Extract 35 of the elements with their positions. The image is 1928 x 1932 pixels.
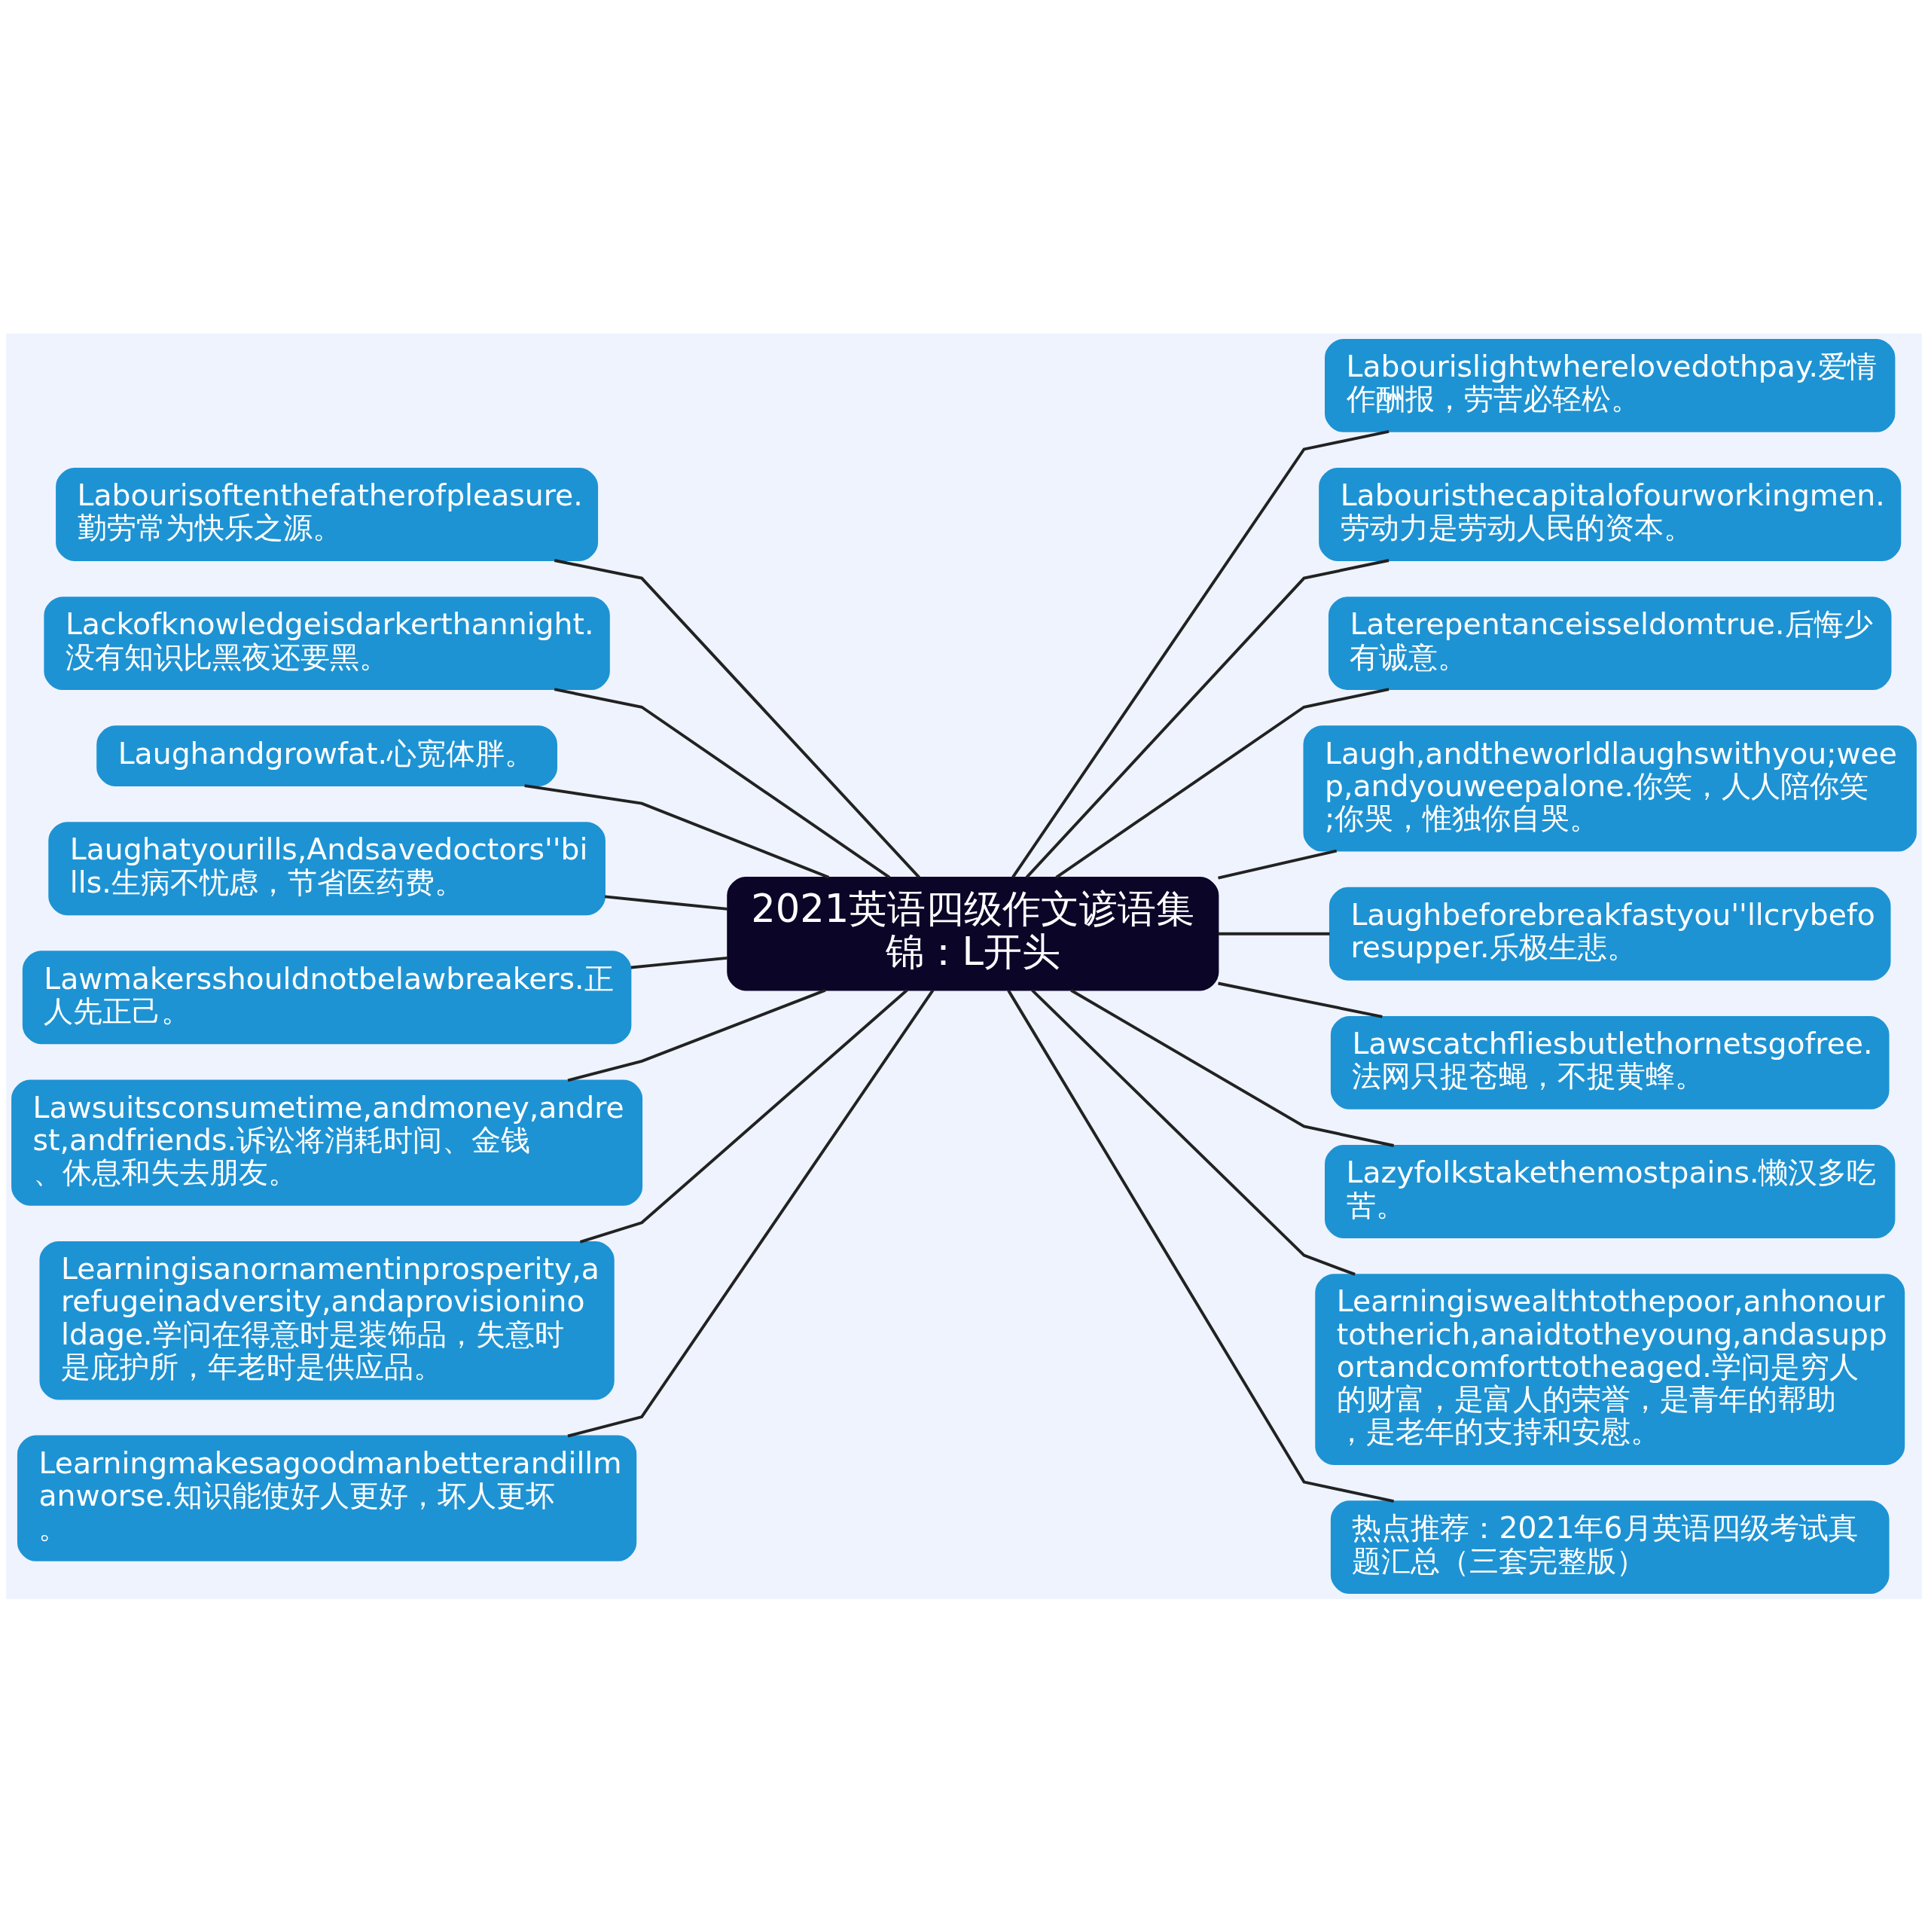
node-box: 热点推荐：2021年6月英语四级考试真题汇总（三套完整版） [1330,1500,1890,1594]
node-box: Lackofknowledgeisdarkerthannight.没有知识比黑夜还要黑。 [44,596,610,690]
connector [579,988,908,1244]
connector [1031,988,1356,1276]
node-box: Labourislightwherelovedothpay.爱情作酬报，劳苦必轻松。 [1325,338,1896,432]
node-box: Laugh,andtheworldlaughswithyou;weep,andyouweepalone.你笑，人人陪你笑;你哭，惟独你自哭。 [1303,725,1917,852]
node-box: Laughbeforebreakfastyou''llcrybeforesupper.乐极生悲。 [1329,887,1891,981]
connector [1025,558,1390,878]
connector [1070,988,1394,1147]
node-box: Lawsuitsconsumetime,andmoney,andrest,andfriends.诉讼将消耗时间、金钱、休息和失去朋友。 [11,1079,643,1206]
connector [1218,849,1338,879]
connector [1055,687,1390,879]
node-box: Lawscatchfliesbutlethornetsgofree.法网只捉苍蝇，不捉黄蜂。 [1330,1015,1890,1109]
node-box: Laughatyourills,Andsavedoctors''bills.生病不忧虑，节省医药费。 [48,821,606,915]
connector [554,687,891,879]
node-box: Lazyfolkstakethemostpains.懒汉多吃苦。 [1325,1144,1896,1238]
node-box: 2021英语四级作文谚语集锦：L开头 [727,876,1219,990]
connector [1218,932,1330,935]
connector [604,894,728,911]
node-box: Laterepentanceisseldomtrue.后悔少有诚意。 [1328,596,1892,690]
node-box: Learningmakesagoodmanbetterandillmanworse.知识能使好人更好，坏人更坏。 [17,1435,637,1561]
node-box: Lawmakersshouldnotbelawbreakers.正人先正己。 [22,950,632,1044]
connector [630,956,728,969]
connector [1011,429,1390,878]
node-box: Learningisanornamentinprosperity,arefugeinadversity,andaprovisioninoldage.学问在得意时是装饰品，失意时是庇护所，年老时是供应品。 [39,1241,615,1399]
connector [567,988,826,1082]
node-box: Learningiswealthtothepoor,anhonourtotherich,anaidtotheyoung,andasupportandcomforttotheaged.学问是穷人的财富，是富人的荣誉，是青年的帮助，是老年的支持和安慰。 [1315,1273,1905,1465]
connector [554,558,920,878]
connector [1218,981,1383,1018]
connector [567,988,935,1437]
connector [524,783,830,879]
connector [1007,989,1394,1503]
node-box: Labouristhecapitalofourworkingmen.劳动力是劳动人民的资本。 [1319,467,1902,561]
node-box: Laughandgrowfat.心宽体胖。 [96,725,557,786]
node-box: Labourisoftenthefatherofpleasure.勤劳常为快乐之源。 [56,467,599,561]
